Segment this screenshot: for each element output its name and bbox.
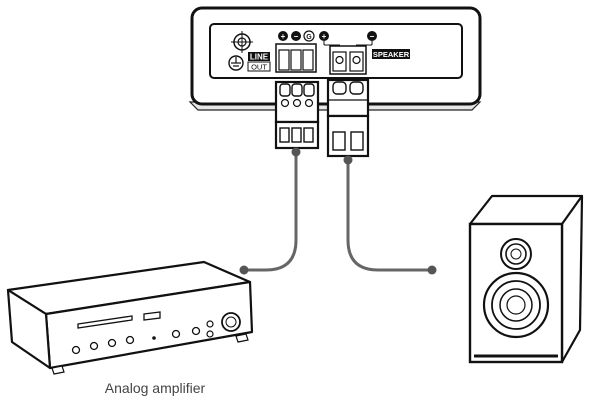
speaker-socket	[329, 45, 367, 75]
speaker-label: SPEAKER	[373, 50, 410, 59]
screw-icon	[231, 31, 253, 53]
audio-device-unit: LINE OUT + − G + −	[188, 6, 482, 111]
line-out-plug	[274, 80, 320, 150]
amplifier-caption: Analog amplifier	[104, 380, 206, 396]
terminal-minus-symbol: −	[294, 32, 299, 41]
bookshelf-speaker	[468, 194, 584, 364]
speaker-minus-symbol: −	[370, 32, 375, 41]
speaker-cable	[343, 155, 437, 275]
analog-amplifier	[6, 260, 254, 375]
ground-icon	[228, 55, 244, 71]
line-terminal-symbols: + − G	[278, 30, 315, 42]
out-label: OUT	[251, 63, 267, 72]
terminal-ground-symbol: G	[306, 34, 312, 41]
terminal-plus-symbol: +	[281, 32, 286, 41]
line-label: LINE	[250, 53, 269, 62]
speaker-plus-symbol: +	[322, 32, 327, 41]
line-out-socket	[275, 43, 317, 73]
speaker-terminal-symbols: + −	[319, 31, 377, 46]
amplifier-cable	[239, 147, 301, 275]
speaker-plug	[326, 78, 370, 158]
